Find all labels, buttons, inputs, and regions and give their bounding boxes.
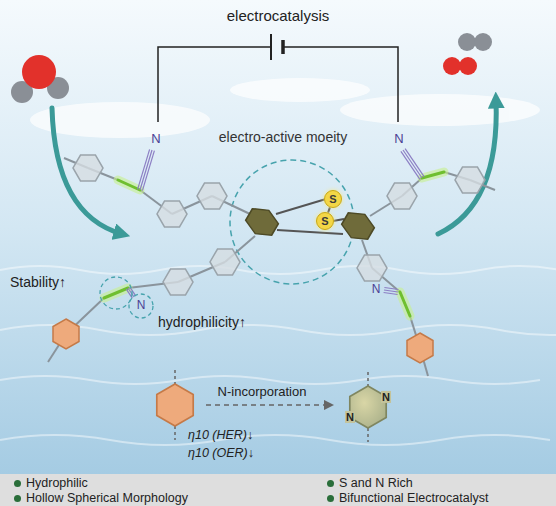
illustration-part [30,102,210,138]
illustration-part [443,57,461,75]
feature-text: S and N Rich [327,476,413,490]
illustration-part [174,370,176,384]
property-label: Stability↑ [10,275,66,290]
illustration-part [384,290,398,292]
illustration-part [0,376,540,384]
sulfur-atom: S [324,190,342,208]
illustration-part [340,94,540,126]
incorporation-scheme [157,370,386,442]
illustration-part [407,333,433,363]
atom-symbol: S [329,194,336,205]
illustration-part [422,172,444,178]
performance-label: η10 (HER)↓ [188,429,253,443]
illustration-part [140,150,152,190]
illustration-part [384,293,398,295]
illustration-part [353,249,391,288]
illustration-part [270,34,272,60]
nitrile-bonds [126,149,424,299]
battery-circuit [158,34,398,122]
illustration-part [153,195,191,234]
atom-symbol: N [137,299,146,312]
illustration-part [129,294,153,318]
illustration-part [451,161,489,200]
illustration-part [206,404,332,406]
illustration-part [22,55,56,89]
illustration-part [193,177,231,216]
illustration-part [401,151,420,179]
atom-symbol: N [372,283,381,296]
illustration-part [142,151,154,191]
illustration-part [283,47,398,122]
performance-label: η10 (OER)↓ [188,447,254,461]
illustration-part [338,207,377,245]
water-molecule [11,55,69,103]
illustration-part [157,384,193,426]
illustration-part [281,40,285,54]
double-bonds [104,172,444,316]
illustration-part [206,243,244,282]
illustration-part [0,435,550,445]
illustration-part [104,288,128,298]
atom-symbol: N [381,391,391,403]
feature-text: Hollow Spherical Morphology [14,491,188,505]
illustration-part [474,33,492,51]
waves [0,266,556,445]
illustration-part [69,149,107,188]
illustration-part [230,78,370,102]
moiety-label: electro-active moeity [219,130,347,145]
illustration-part [52,108,122,234]
feature-band-background [0,474,556,506]
illustration-part [383,177,421,216]
illustration-part [100,277,132,309]
flow-arrows [52,100,496,234]
illustration-part [104,288,128,298]
core-highlight [230,160,354,284]
illustration-part [422,172,444,178]
atom-symbol: S [321,216,328,227]
highlight-circles [100,277,153,318]
illustration-part [118,180,140,190]
gas-molecules [443,33,492,75]
illustration-part [0,266,556,274]
property-label: hydrophilicity↑ [158,315,246,330]
feature-band: Hydrophilic S and N RichHollow Spherical … [0,474,556,506]
faded-rings [69,149,489,302]
illustration-part [438,100,496,234]
illustration-part [333,219,344,221]
core-rings [242,203,377,245]
illustration-part [277,230,343,234]
illustration-part [458,33,476,51]
molecular-bonds [48,158,495,376]
illustration-part [242,203,281,241]
atom-symbol: N [394,132,403,146]
illustration-part [158,47,271,122]
illustration-part [400,292,410,316]
illustration-part [367,428,369,442]
illustration-part [0,325,556,335]
illustration-part [459,57,477,75]
reaction-label: N-incorporation [218,385,307,399]
illustration-part [384,288,398,290]
circuit-label: electrocatalysis [227,8,330,25]
illustration-part [159,263,197,302]
illustration-part [118,180,140,190]
illustration-part [276,199,326,214]
atom-symbol: N [345,411,355,423]
feature-text: Bifunctional Electrocatalyst [327,491,488,505]
sulfur-atom: S [316,212,334,230]
illustration-part [367,372,369,386]
clouds [30,78,540,138]
illustration-part [174,426,176,440]
feature-text: Hydrophilic [14,476,88,490]
illustration-part [53,319,79,349]
illustration-part [403,150,422,178]
atom-symbol: N [151,132,160,146]
illustration-part [400,292,410,316]
illustration-part [138,149,150,189]
